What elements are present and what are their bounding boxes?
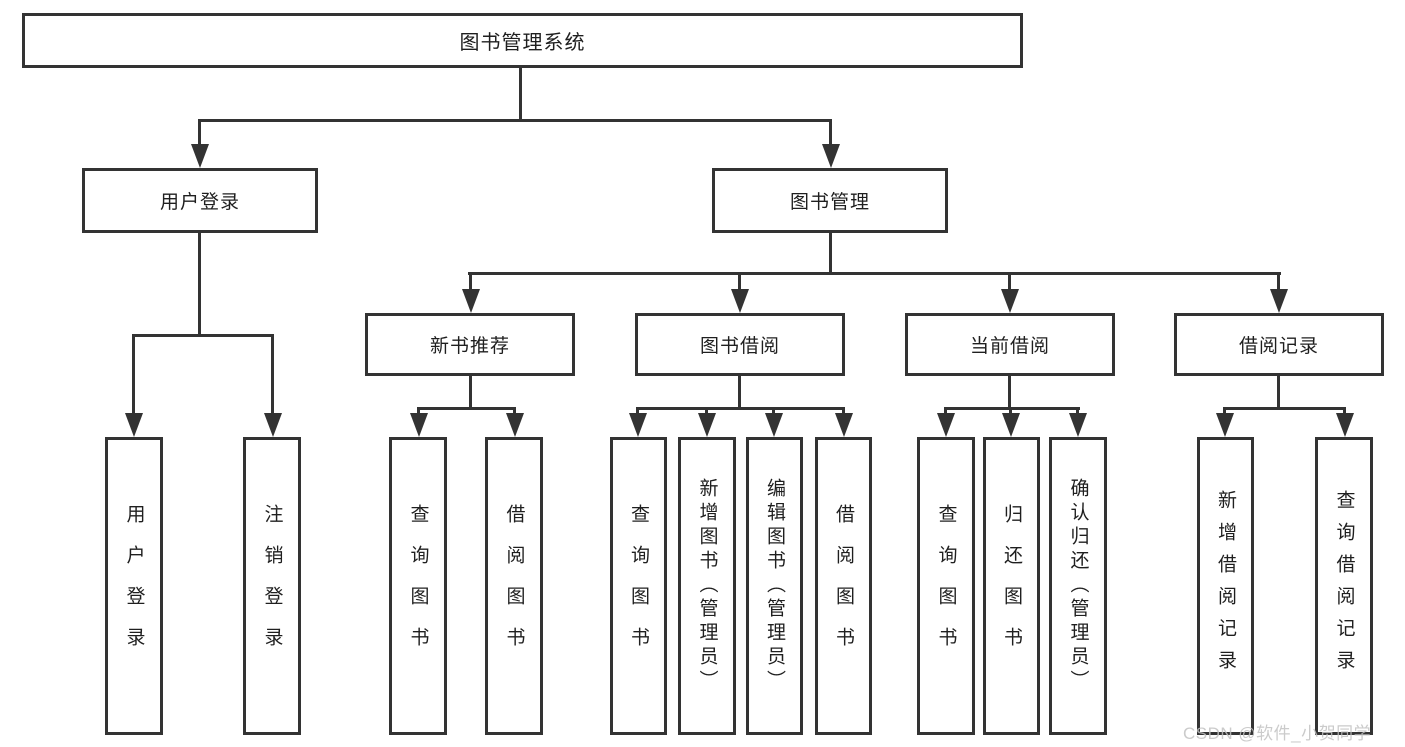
leaf-user-login: 用户登录 [105, 437, 163, 735]
leaf-borrow-books: 借阅图书 [485, 437, 543, 735]
connector-root-bar [198, 119, 832, 122]
arrow-down-icon [1001, 289, 1019, 313]
arrow-down-icon [822, 144, 840, 168]
connector-bar [944, 407, 1080, 410]
connector-stem [636, 407, 639, 417]
node-book-borrowing: 图书借阅 [635, 313, 845, 376]
node-book-management: 图书管理 [712, 168, 948, 233]
connector-bar [1223, 407, 1345, 410]
node-label: 借阅记录 [1238, 336, 1319, 357]
connector-stem [1008, 272, 1011, 292]
leaf-label: 新增图书（管理员） [696, 478, 718, 694]
arrow-down-icon [1336, 413, 1354, 437]
connector-stem [1343, 407, 1346, 417]
node-label: 图书借阅 [699, 336, 780, 357]
leaf-label: 查询图书 [935, 504, 957, 668]
arrow-down-icon [410, 413, 428, 437]
leaf-query-books: 查询图书 [917, 437, 975, 735]
leaf-label: 借阅图书 [833, 504, 854, 668]
leaf-label: 借阅图书 [503, 504, 525, 668]
connector-stem [1008, 376, 1011, 407]
connector-bar [417, 407, 516, 410]
leaf-label: 用户登录 [123, 504, 145, 668]
connector-stem [829, 233, 832, 272]
connector-stem [1009, 407, 1012, 417]
leaf-logout: 注销登录 [243, 437, 301, 735]
connector-stem [469, 272, 472, 292]
leaf-label: 查询图书 [628, 504, 649, 668]
connector-stem [772, 407, 775, 417]
connector-stem [1277, 376, 1280, 407]
connector-bar [132, 334, 274, 337]
node-label: 用户登录 [159, 192, 240, 213]
connector-stem [842, 407, 845, 417]
leaf-query-borrow-record: 查询借阅记录 [1315, 437, 1373, 735]
arrow-down-icon [765, 413, 783, 437]
arrow-down-icon [1216, 413, 1234, 437]
connector-stem [1076, 407, 1079, 417]
arrow-down-icon [937, 413, 955, 437]
node-label: 新书推荐 [429, 336, 510, 357]
connector-stem [132, 334, 135, 417]
connector-stem [1223, 407, 1226, 417]
leaf-label: 归还图书 [1001, 504, 1022, 668]
connector-stem [513, 407, 516, 417]
leaf-confirm-return-admin: 确认归还（管理员） [1049, 437, 1107, 735]
arrow-down-icon [731, 289, 749, 313]
arrow-down-icon [191, 144, 209, 168]
leaf-add-borrow-record: 新增借阅记录 [1197, 437, 1254, 735]
leaf-label: 编辑图书（管理员） [764, 478, 785, 694]
connector-stem [469, 376, 472, 407]
connector-bar [468, 272, 1281, 275]
connector-stem [198, 119, 201, 150]
leaf-add-books-admin: 新增图书（管理员） [678, 437, 736, 735]
connector-stem [417, 407, 420, 417]
arrow-down-icon [462, 289, 480, 313]
leaf-label: 新增借阅记录 [1215, 490, 1236, 682]
arrow-down-icon [1270, 289, 1288, 313]
node-borrowing-records: 借阅记录 [1174, 313, 1384, 376]
node-label: 图书管理 [789, 192, 870, 213]
leaf-label: 查询图书 [407, 504, 429, 668]
leaf-label: 查询借阅记录 [1333, 490, 1355, 682]
arrow-down-icon [698, 413, 716, 437]
connector-stem [829, 119, 832, 150]
leaf-return-books: 归还图书 [983, 437, 1040, 735]
csdn-watermark: CSDN @软件_小贺同学 [1183, 724, 1372, 743]
node-root-system: 图书管理系统 [22, 13, 1023, 68]
node-label: 当前借阅 [969, 336, 1050, 357]
connector-bar [636, 407, 845, 410]
connector-root-stem [519, 68, 522, 119]
node-new-book-recommend: 新书推荐 [365, 313, 575, 376]
node-current-borrowing: 当前借阅 [905, 313, 1115, 376]
leaf-edit-books-admin: 编辑图书（管理员） [746, 437, 803, 735]
connector-stem [738, 272, 741, 292]
leaf-borrow-books: 借阅图书 [815, 437, 872, 735]
node-label: 图书管理系统 [459, 32, 586, 54]
leaf-label: 确认归还（管理员） [1067, 478, 1089, 694]
arrow-down-icon [264, 413, 282, 437]
connector-stem [705, 407, 708, 417]
connector-stem [944, 407, 947, 417]
arrow-down-icon [629, 413, 647, 437]
arrow-down-icon [1069, 413, 1087, 437]
arrow-down-icon [1002, 413, 1020, 437]
connector-stem [271, 334, 274, 417]
connector-stem [1277, 272, 1280, 292]
connector-stem [738, 376, 741, 407]
leaf-label: 注销登录 [261, 504, 283, 668]
node-user-login: 用户登录 [82, 168, 318, 233]
connector-stem [198, 233, 201, 334]
leaf-query-books: 查询图书 [610, 437, 667, 735]
arrow-down-icon [506, 413, 524, 437]
arrow-down-icon [125, 413, 143, 437]
arrow-down-icon [835, 413, 853, 437]
leaf-query-books: 查询图书 [389, 437, 447, 735]
